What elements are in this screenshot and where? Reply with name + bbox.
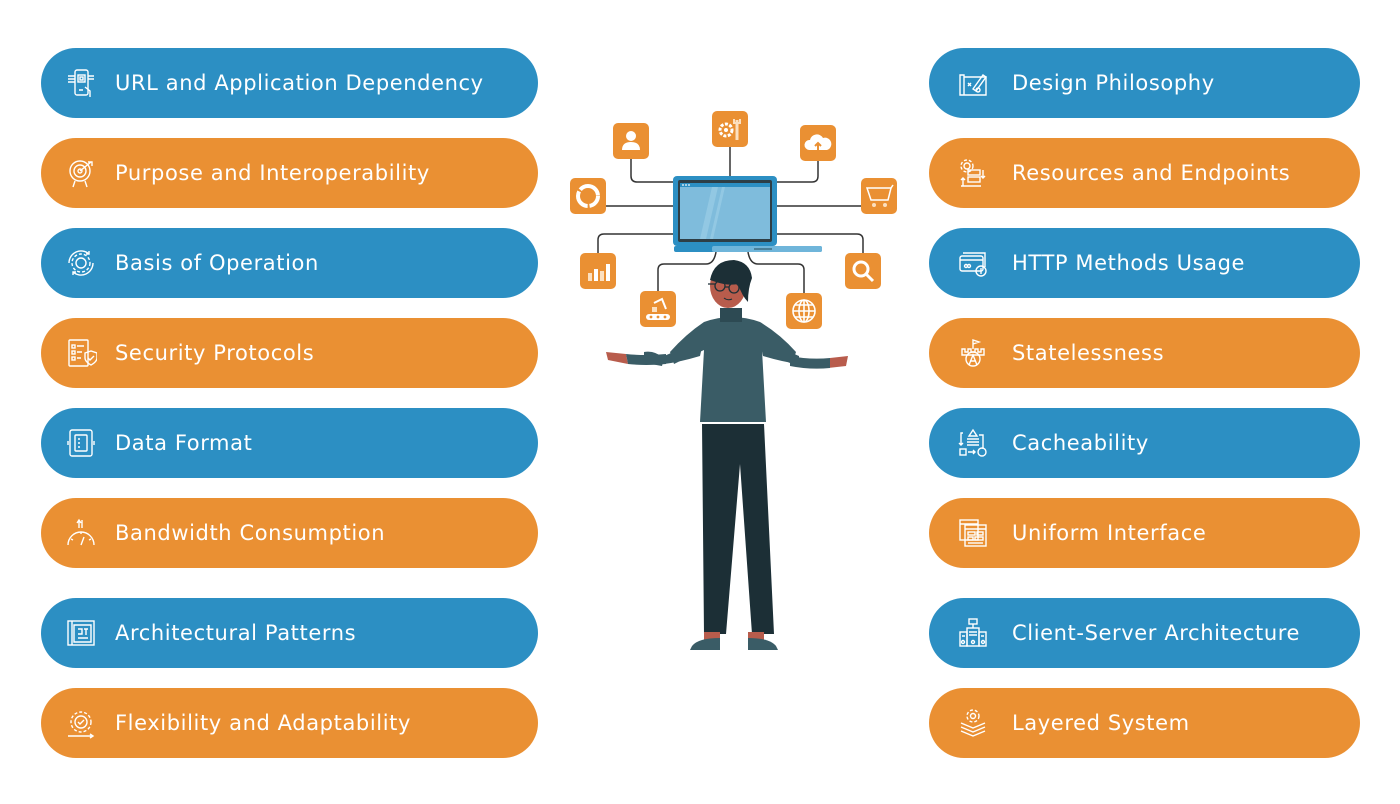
item-label: Security Protocols <box>115 341 315 365</box>
item-label: URL and Application Dependency <box>115 71 484 95</box>
item-label: Uniform Interface <box>1012 521 1207 545</box>
item-security-protocols[interactable]: Security Protocols <box>41 318 538 388</box>
shopping-cart-icon <box>861 178 897 214</box>
item-uniform-interface[interactable]: Uniform Interface <box>929 498 1360 568</box>
item-label: Bandwidth Consumption <box>115 521 386 545</box>
item-label: HTTP Methods Usage <box>1012 251 1246 275</box>
item-layered-system[interactable]: Layered System <box>929 688 1360 758</box>
gear-wrench-icon <box>712 111 748 147</box>
gear-cycle-icon <box>65 247 97 279</box>
shapes-flow-icon <box>957 427 989 459</box>
item-label: Flexibility and Adaptability <box>115 711 412 735</box>
item-basis-of-operation[interactable]: Basis of Operation <box>41 228 538 298</box>
blueprint-icon <box>65 617 97 649</box>
gear-flow-icon <box>957 157 989 189</box>
mobile-chip-icon <box>65 67 97 99</box>
item-label: Layered System <box>1012 711 1190 735</box>
item-label: Statelessness <box>1012 341 1165 365</box>
layers-gear-icon <box>957 707 989 739</box>
item-architectural-patterns[interactable]: Architectural Patterns <box>41 598 538 668</box>
laptop-icon <box>673 176 822 252</box>
item-http-methods-usage[interactable]: HTTP Methods Usage <box>929 228 1360 298</box>
user-icon <box>613 123 649 159</box>
cloud-upload-icon <box>800 125 836 161</box>
item-cacheability[interactable]: Cacheability <box>929 408 1360 478</box>
target-icon <box>65 157 97 189</box>
design-pencil-icon <box>957 67 989 99</box>
item-purpose-and-interoperability[interactable]: Purpose and Interoperability <box>41 138 538 208</box>
item-label: Design Philosophy <box>1012 71 1215 95</box>
bar-chart-icon <box>580 253 616 289</box>
item-url-and-application-dependency[interactable]: URL and Application Dependency <box>41 48 538 118</box>
central-illustration <box>560 100 910 700</box>
globe-icon <box>786 293 822 329</box>
card-payment-icon <box>957 247 989 279</box>
robot-arm-icon <box>640 291 676 327</box>
item-resources-and-endpoints[interactable]: Resources and Endpoints <box>929 138 1360 208</box>
item-label: Resources and Endpoints <box>1012 161 1291 185</box>
item-flexibility-and-adaptability[interactable]: Flexibility and Adaptability <box>41 688 538 758</box>
item-data-format[interactable]: Data Format <box>41 408 538 478</box>
server-network-icon <box>957 617 989 649</box>
search-icon <box>845 253 881 289</box>
speedometer-icon <box>65 517 97 549</box>
connector-lines <box>597 147 864 293</box>
checklist-shield-icon <box>65 337 97 369</box>
item-label: Data Format <box>115 431 253 455</box>
donut-chart-icon <box>570 178 606 214</box>
item-design-philosophy[interactable]: Design Philosophy <box>929 48 1360 118</box>
gear-check-icon <box>65 707 97 739</box>
item-bandwidth-consumption[interactable]: Bandwidth Consumption <box>41 498 538 568</box>
item-statelessness[interactable]: Statelessness <box>929 318 1360 388</box>
browser-layout-icon <box>957 517 989 549</box>
person-illustration <box>606 260 848 650</box>
castle-flag-icon <box>957 337 989 369</box>
item-client-server-architecture[interactable]: Client-Server Architecture <box>929 598 1360 668</box>
item-label: Architectural Patterns <box>115 621 357 645</box>
item-label: Cacheability <box>1012 431 1149 455</box>
item-label: Purpose and Interoperability <box>115 161 430 185</box>
item-label: Basis of Operation <box>115 251 319 275</box>
item-label: Client-Server Architecture <box>1012 621 1301 645</box>
document-transfer-icon <box>65 427 97 459</box>
